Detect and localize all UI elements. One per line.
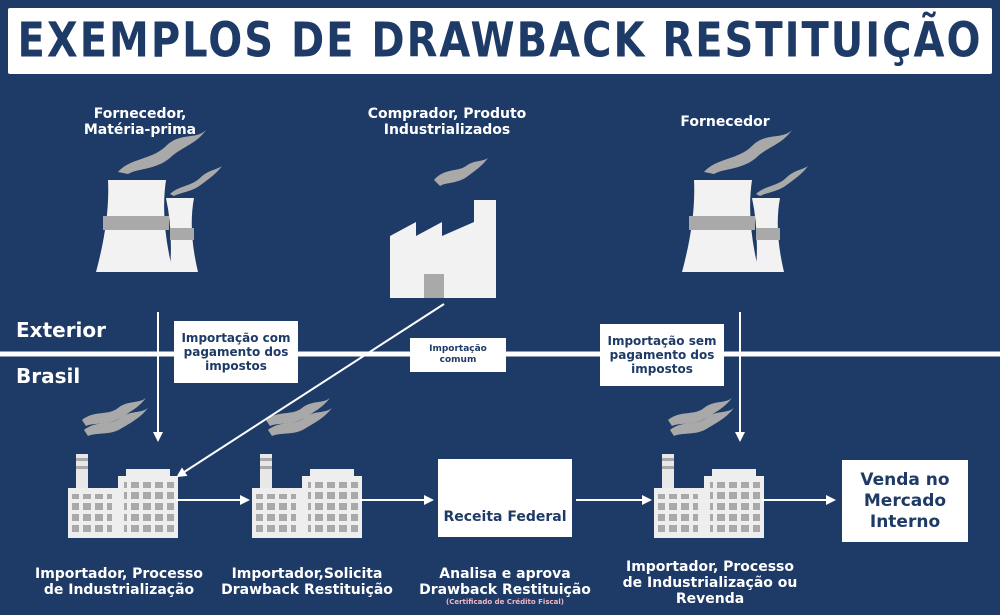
label-line: Matéria-prima <box>83 122 197 138</box>
buyer-label: Comprador, Produto Industrializados <box>340 106 554 138</box>
box-line: Interno <box>869 511 941 532</box>
box-line: Venda no <box>860 469 950 490</box>
common-import-box: Importação comum <box>410 338 506 372</box>
label-line: Importador, Processo <box>625 559 795 575</box>
box-line: pagamento dos <box>609 348 715 362</box>
cooling-tower-icon <box>682 130 808 272</box>
building-factory-icon <box>68 398 178 538</box>
label-line: Drawback Restituição <box>221 582 393 598</box>
page-title: EXEMPLOS DE DRAWBACK RESTITUIÇÃO <box>17 13 983 69</box>
label-line: Importador,Solicita <box>231 566 383 582</box>
box-line: pagamento dos <box>183 345 289 359</box>
arrow-icon <box>176 303 445 478</box>
label-line: Importador, Processo <box>34 566 204 582</box>
label-line: de Industrialização <box>43 582 195 598</box>
cooling-tower-icon <box>96 130 222 272</box>
supplier-raw-label: Fornecedor, Matéria-prima <box>40 106 240 138</box>
supplier-label: Fornecedor <box>640 114 810 130</box>
label-line: Comprador, Produto <box>367 106 527 122</box>
analysis-label: Analisa e aprova Drawback Restituição <box>406 566 604 598</box>
box-line: comum <box>439 355 477 365</box>
import-with-taxes-box: Importação com pagamento dos impostos <box>174 321 298 383</box>
box-line: impostos <box>631 362 693 376</box>
domestic-sale-box: Venda no Mercado Interno <box>842 460 968 542</box>
title-banner: EXEMPLOS DE DRAWBACK RESTITUIÇÃO <box>8 8 992 74</box>
import-without-taxes-box: Importação sem pagamento dos impostos <box>600 324 724 386</box>
receita-federal-box: Receita Federal <box>438 459 572 543</box>
building-factory-icon <box>252 398 362 538</box>
label-line: de Industrialização ou <box>622 575 798 591</box>
label-line: Fornecedor <box>680 114 770 130</box>
box-line: Importação sem <box>607 334 717 348</box>
region-label-exterior: Exterior <box>16 318 107 342</box>
label-line: Revenda <box>675 591 745 607</box>
box-line: Importação <box>429 344 487 354</box>
box-line: impostos <box>205 359 267 373</box>
box-line: Importação com <box>181 331 291 345</box>
importer-resale-label: Importador, Processo de Industrialização… <box>612 559 808 607</box>
factory-icon <box>390 158 496 298</box>
importer-process-label: Importador, Processo de Industrialização <box>22 566 216 598</box>
importer-request-label: Importador,Solicita Drawback Restituição <box>214 566 400 598</box>
certificate-note: (Certificado de Crédito Fiscal) <box>446 598 564 606</box>
building-factory-icon <box>654 398 764 538</box>
label-line: Industrializados <box>383 122 511 138</box>
label-line: Drawback Restituição <box>419 582 591 598</box>
receita-federal-bar <box>438 537 572 543</box>
label-line: Analisa e aprova <box>439 566 571 582</box>
receita-federal-label: Receita Federal <box>443 509 567 525</box>
box-line: Mercado <box>863 490 947 511</box>
label-line: Fornecedor, <box>93 106 187 122</box>
region-label-brasil: Brasil <box>16 364 81 388</box>
